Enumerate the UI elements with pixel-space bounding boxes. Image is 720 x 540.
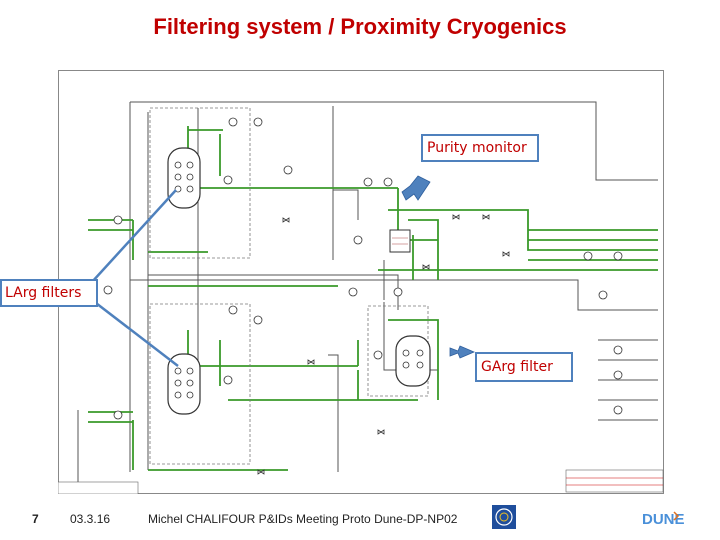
dune-logo: DUNE [642,511,685,528]
dune-logo-text: DUNE [642,511,685,528]
garg-filter-arrow [449,345,476,359]
diagram-frame [58,70,664,494]
larg-filter-top [167,147,201,209]
filter-internals [174,161,424,399]
purity-monitor-arrow [401,175,431,201]
purity-monitor-callout: Purity monitor [421,134,539,162]
slide-number: 7 [32,512,39,526]
drawing-title-block [58,469,664,494]
gray-piping [77,101,658,494]
pointer-larg-bottom [91,299,179,367]
slide-title: Filtering system / Proximity Cryogenics [153,14,567,39]
valve-bowties [257,214,510,475]
dashed-boundaries [149,107,429,465]
garg-filter-vessel [395,335,431,387]
pointer-larg-top [91,189,177,283]
institution-logo-icon [492,505,516,529]
valve-symbols [103,117,623,420]
garg-filter-callout: GArg filter [475,352,573,382]
purity-monitor-vessel [389,229,411,253]
footer-author: Michel CHALIFOUR P&IDs Meeting Proto Dun… [148,512,458,526]
callout-pointers [91,175,476,367]
footer-date: 03.3.16 [70,512,111,526]
larg-filters-callout: LArg filters [0,279,98,307]
pid-diagram [58,70,664,494]
